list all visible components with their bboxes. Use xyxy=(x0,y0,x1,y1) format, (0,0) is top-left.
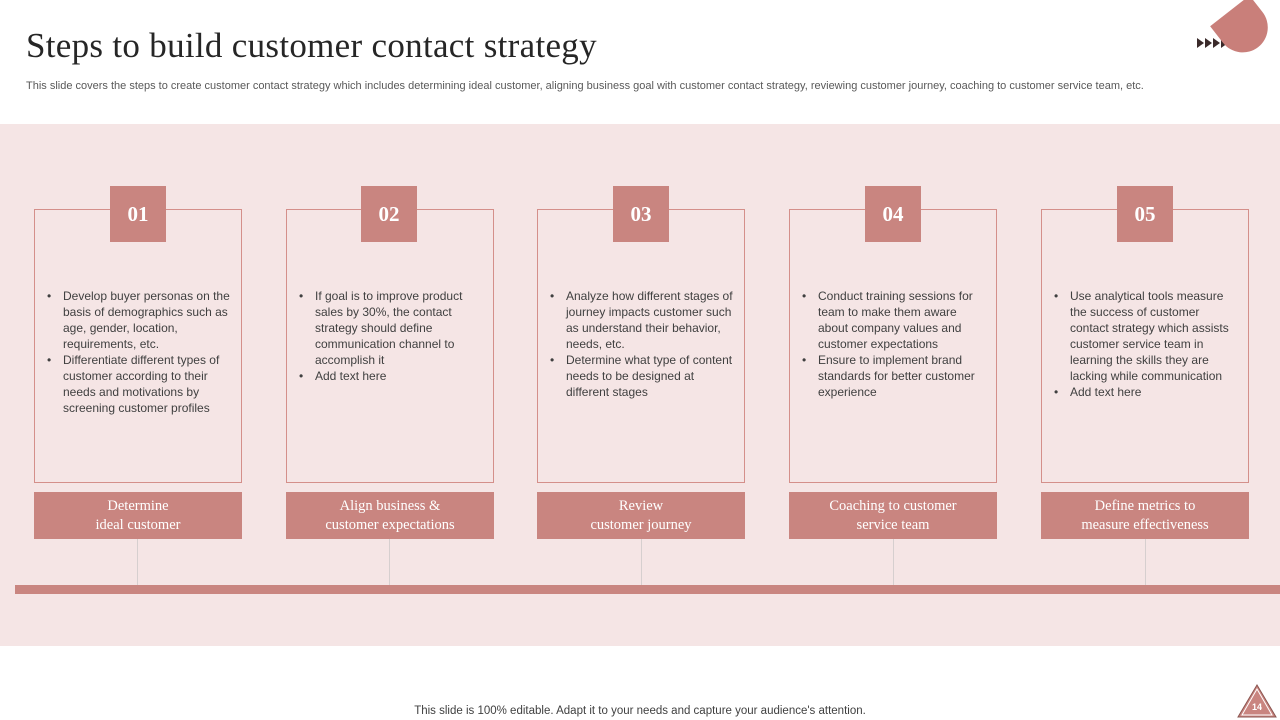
step-label-line: Align business & xyxy=(339,497,441,514)
step-label-line: ideal customer xyxy=(95,516,181,533)
bullet-item: If goal is to improve product sales by 3… xyxy=(299,288,483,368)
step-card-5: Use analytical tools measure the success… xyxy=(1041,209,1249,483)
timeline-tick xyxy=(1145,539,1146,585)
step-label-line: measure effectiveness xyxy=(1081,516,1209,533)
step-label-5: Define metrics to measure effectiveness xyxy=(1041,492,1249,539)
page-number: 14 xyxy=(1251,702,1262,712)
bullet-item: Analyze how different stages of journey … xyxy=(550,288,734,352)
step-card-4: Conduct training sessions for team to ma… xyxy=(789,209,997,483)
step-bullets-4: Conduct training sessions for team to ma… xyxy=(802,288,986,400)
bullet-item: Conduct training sessions for team to ma… xyxy=(802,288,986,352)
timeline-tick xyxy=(893,539,894,585)
step-label-1: Determine ideal customer xyxy=(34,492,242,539)
page-title: Steps to build customer contact strategy xyxy=(26,26,597,65)
timeline-tick xyxy=(137,539,138,585)
step-label-line: service team xyxy=(856,516,930,533)
step-label-line: Define metrics to xyxy=(1094,497,1196,514)
step-label-line: Determine xyxy=(107,497,169,514)
step-label-2: Align business & customer expectations xyxy=(286,492,494,539)
footer-note: This slide is 100% editable. Adapt it to… xyxy=(414,705,866,717)
timeline-tick xyxy=(641,539,642,585)
bullet-item: Add text here xyxy=(299,368,483,384)
step-label-line: customer journey xyxy=(590,516,692,533)
step-card-2: If goal is to improve product sales by 3… xyxy=(286,209,494,483)
page-subtitle: This slide covers the steps to create cu… xyxy=(26,80,1144,92)
step-card-1: Develop buyer personas on the basis of d… xyxy=(34,209,242,483)
step-label-4: Coaching to customer service team xyxy=(789,492,997,539)
step-number-3: 03 xyxy=(613,186,669,242)
step-bullets-2: If goal is to improve product sales by 3… xyxy=(299,288,483,384)
step-label-3: Review customer journey xyxy=(537,492,745,539)
step-number-4: 04 xyxy=(865,186,921,242)
bullet-item: Add text here xyxy=(1054,384,1238,400)
step-card-3: Analyze how different stages of journey … xyxy=(537,209,745,483)
step-number-5: 05 xyxy=(1117,186,1173,242)
bullet-item: Ensure to implement brand standards for … xyxy=(802,352,986,400)
quarter-circle-icon xyxy=(1210,0,1278,63)
bullet-item: Determine what type of content needs to … xyxy=(550,352,734,400)
bullet-item: Differentiate different types of custome… xyxy=(47,352,231,416)
bullet-item: Develop buyer personas on the basis of d… xyxy=(47,288,231,352)
page-number-badge-icon xyxy=(1237,684,1277,718)
step-label-line: Coaching to customer xyxy=(829,497,957,514)
step-bullets-3: Analyze how different stages of journey … xyxy=(550,288,734,400)
step-number-2: 02 xyxy=(361,186,417,242)
step-bullets-5: Use analytical tools measure the success… xyxy=(1054,288,1238,400)
step-bullets-1: Develop buyer personas on the basis of d… xyxy=(47,288,231,416)
step-label-line: customer expectations xyxy=(325,516,455,533)
bullet-item: Use analytical tools measure the success… xyxy=(1054,288,1238,384)
timeline-bar xyxy=(15,585,1280,594)
step-label-line: Review xyxy=(618,497,664,514)
step-number-1: 01 xyxy=(110,186,166,242)
timeline-tick xyxy=(389,539,390,585)
